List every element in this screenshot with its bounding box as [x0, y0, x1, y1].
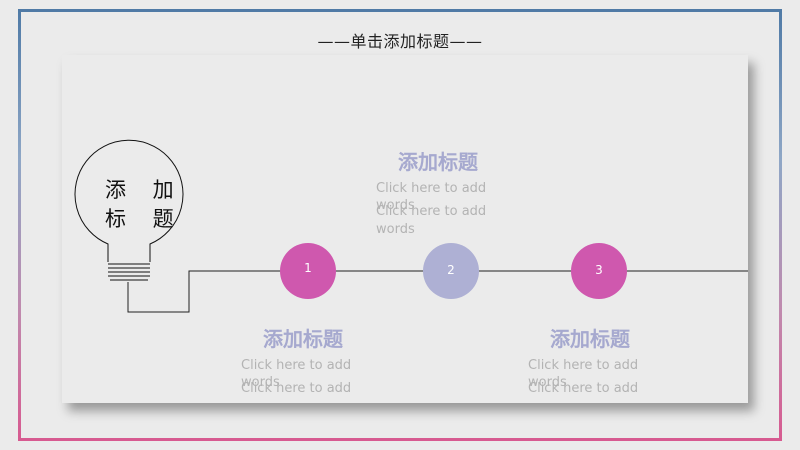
text-block-3[interactable]: 添加标题 Click here to add words Click here …: [528, 323, 668, 398]
node-circle-2: [423, 243, 479, 299]
node-number-1: 1: [304, 261, 312, 275]
node-number-3: 3: [595, 263, 603, 277]
block-text-line: Click here to add: [241, 381, 352, 396]
block-heading: 添加标题: [263, 327, 343, 351]
block-heading: 添加标题: [550, 327, 630, 351]
block-text-line: Click here to add words: [376, 181, 487, 213]
content-card: [62, 55, 748, 403]
bulb-label-line1[interactable]: 添 加: [105, 178, 184, 202]
node-number-2: 2: [447, 263, 455, 277]
block-text-line: Click here to add words: [528, 358, 639, 390]
block-heading: 添加标题: [398, 150, 478, 174]
block-text-line: Click here to add: [528, 381, 639, 396]
bulb-base-icon: [108, 263, 150, 281]
block-text-line: Click here to add words: [241, 358, 352, 390]
bulb-label-line2[interactable]: 标 题: [105, 207, 184, 231]
node-circle-3: [571, 243, 627, 299]
text-block-1[interactable]: 添加标题 Click here to add words Click here …: [241, 323, 381, 398]
block-text-line: Click here to add words: [376, 204, 487, 237]
text-block-2[interactable]: 添加标题 Click here to add words Click here …: [376, 146, 516, 239]
slide-title[interactable]: ——单击添加标题——: [317, 32, 483, 51]
bulb-outline-icon: [74, 139, 184, 262]
node-circle-1: [280, 243, 336, 299]
bulb-wire: [127, 270, 748, 313]
